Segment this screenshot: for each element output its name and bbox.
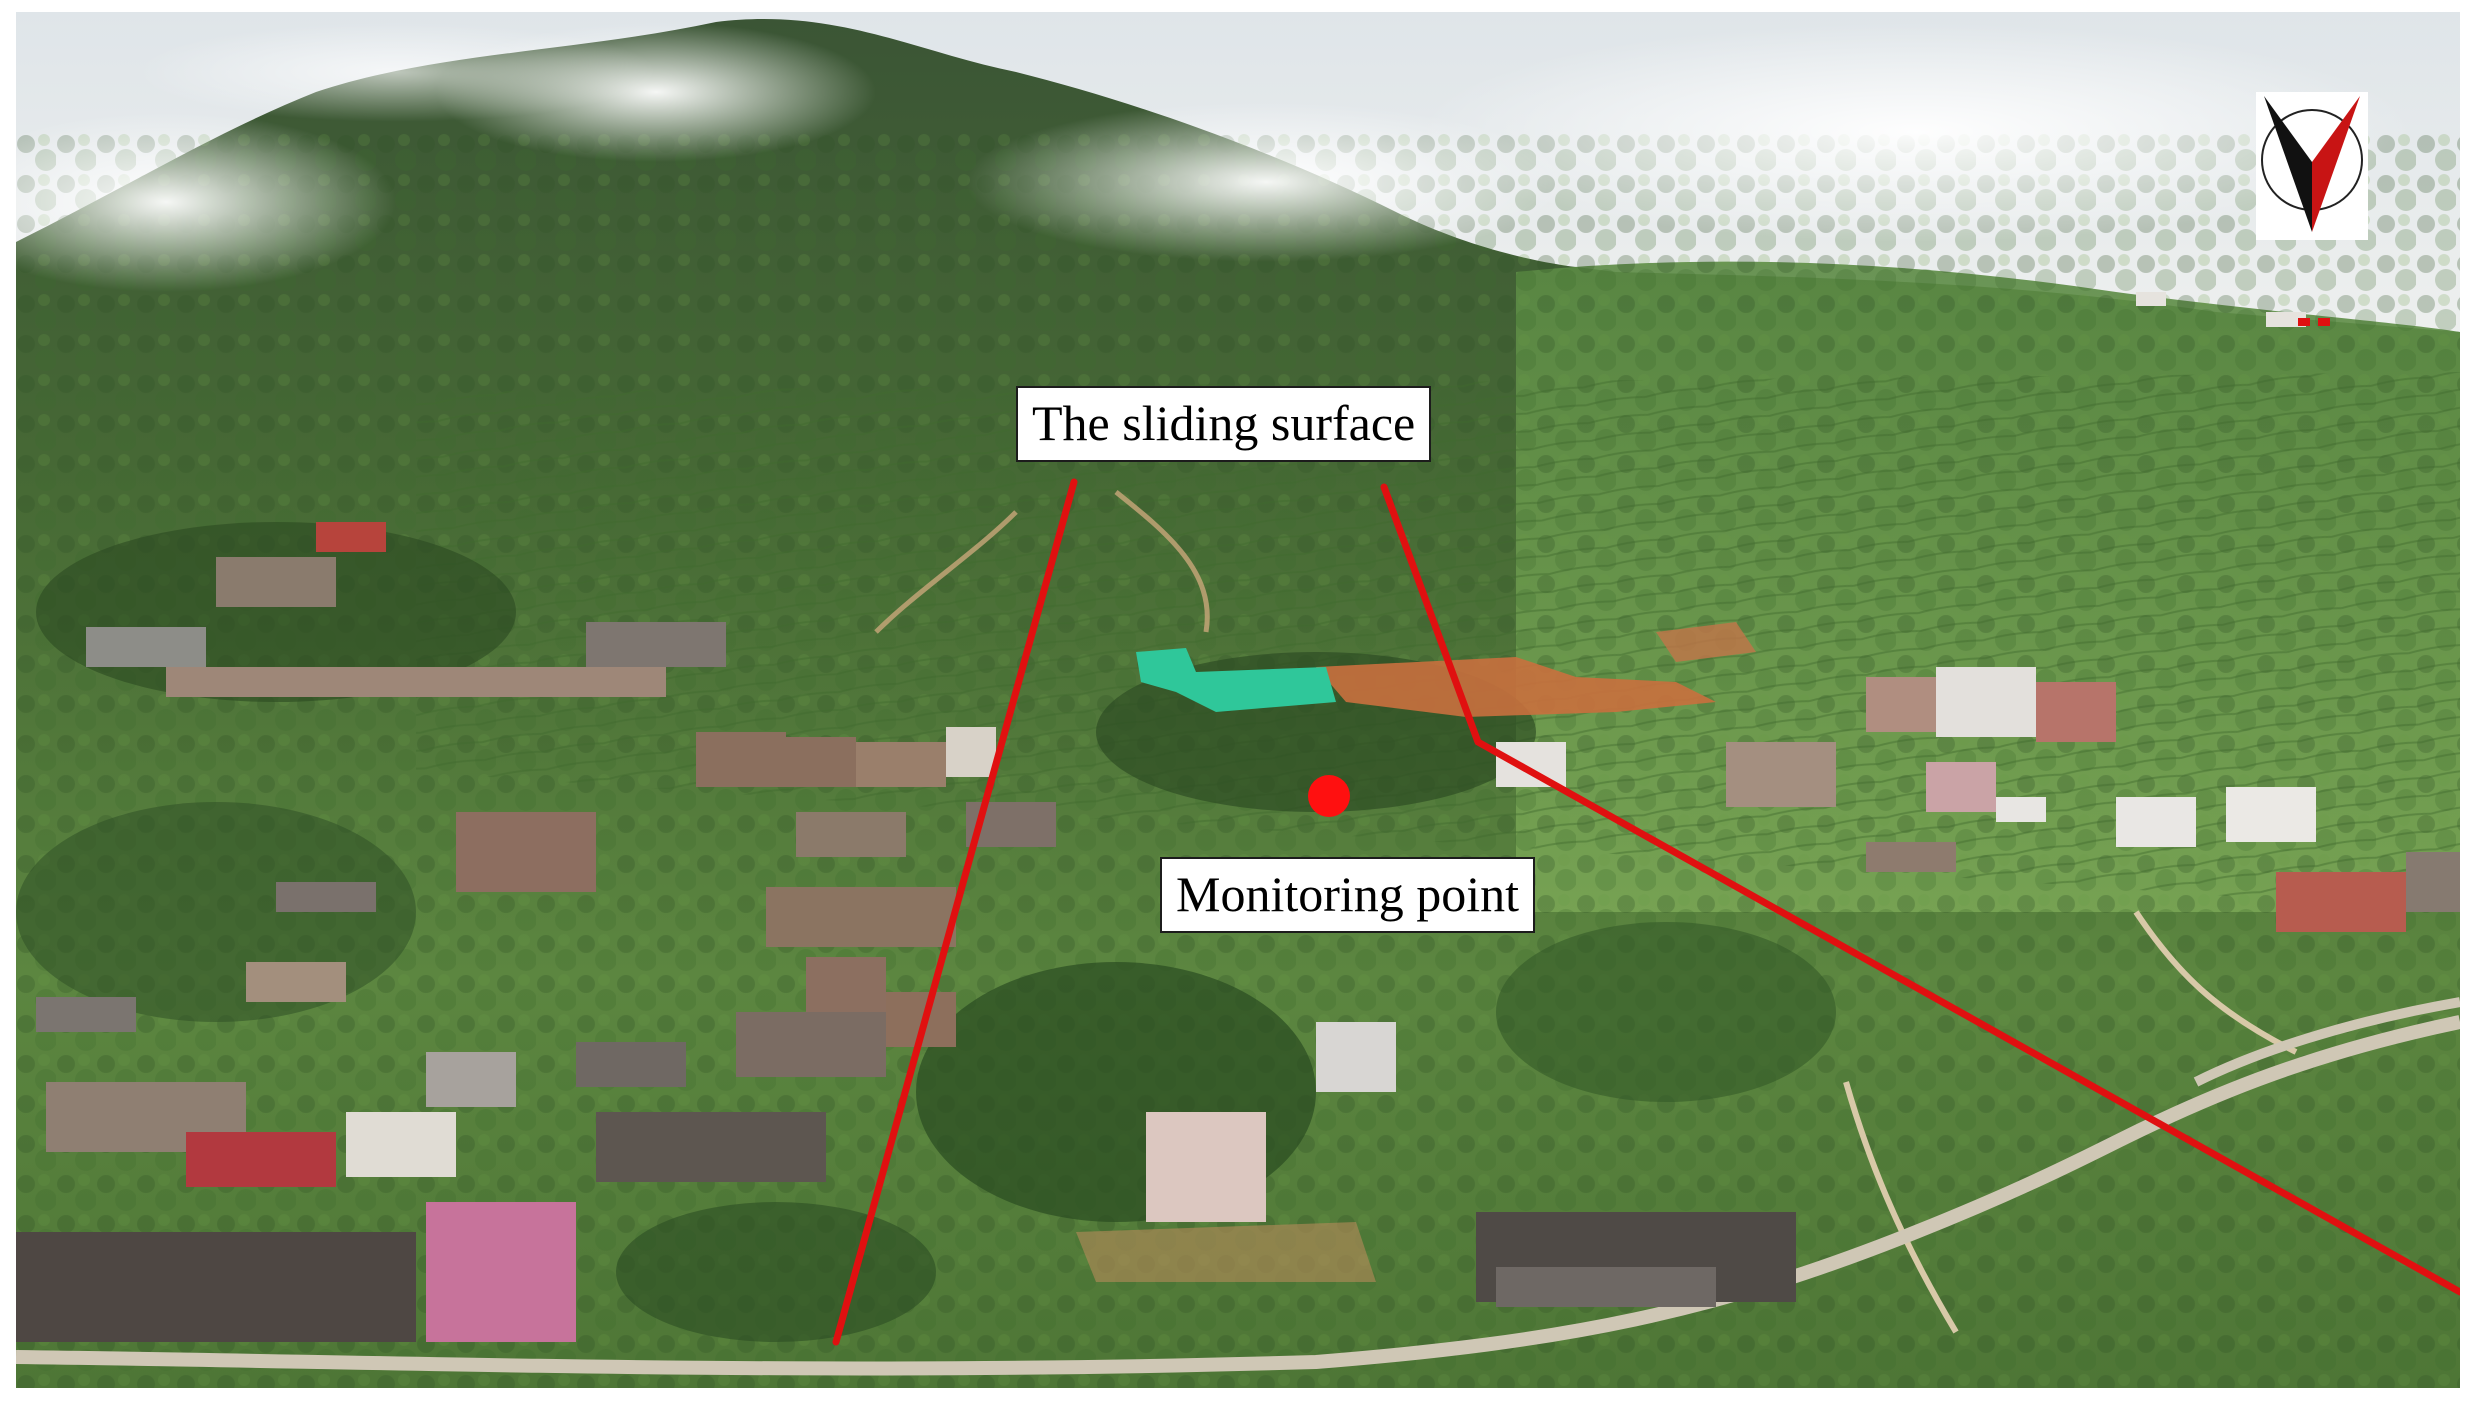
cloud [16,112,396,292]
bare-soil-patch [1316,657,1716,717]
cloud [966,102,1566,262]
sliding-surface-boundary-left [832,478,1078,1346]
sliding-surface-label: The sliding surface [1016,386,1432,462]
sliding-surface-boundary-right [1380,483,2460,1296]
village-houses-right [1496,292,2460,932]
bare-soil-patch [1656,622,1756,662]
north-arrow-compass-icon [2256,92,2368,240]
cloud [136,22,656,122]
road [16,1015,2460,1376]
monitoring-point-marker [1308,775,1350,817]
cloud [1416,22,2416,242]
landslide-photo [16,12,2460,1388]
green-netting [1136,648,1336,712]
monitoring-point-label: Monitoring point [1160,857,1536,933]
village-houses [16,522,1796,1342]
photo-frame: The sliding surface Monitoring point [16,12,2460,1388]
